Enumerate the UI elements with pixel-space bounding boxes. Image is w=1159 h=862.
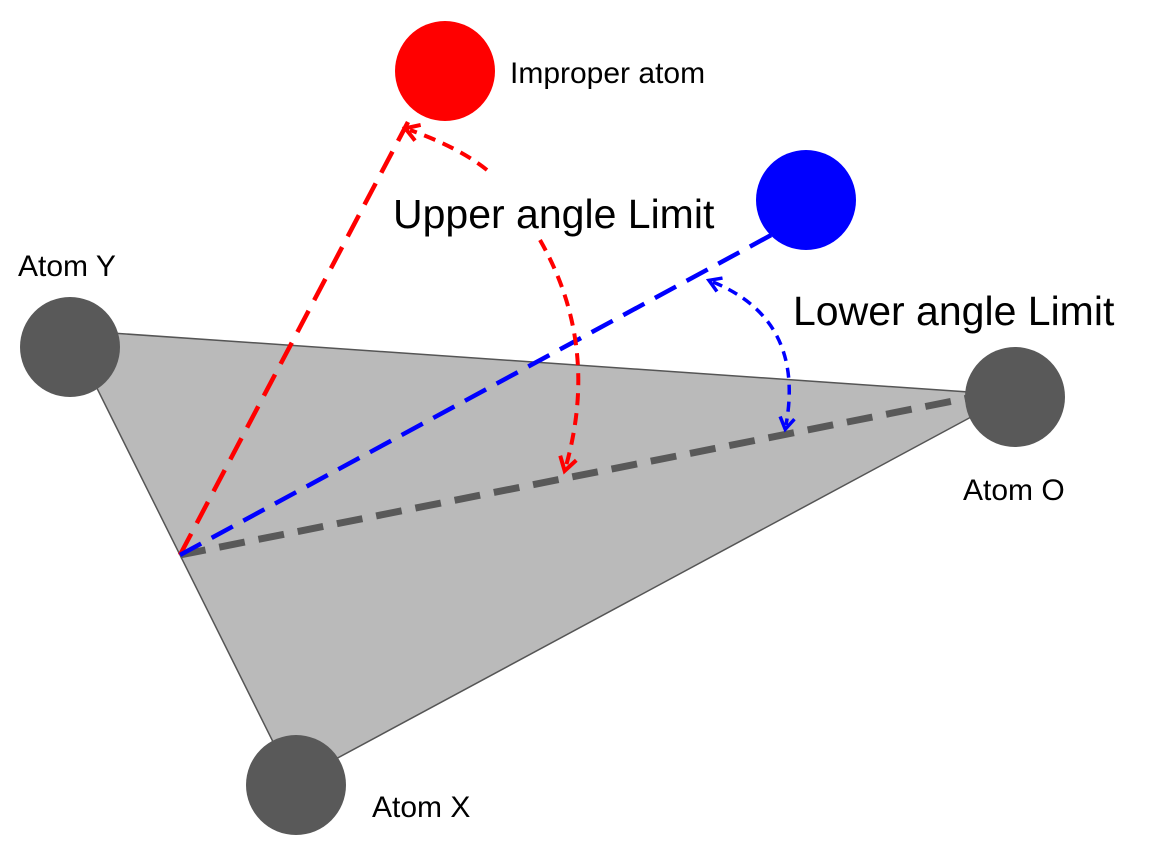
upper-angle-arrow-top (401, 123, 489, 172)
atom-o-label: Atom O (963, 474, 1065, 507)
upper-angle-limit-label: Upper angle Limit (393, 191, 715, 237)
improper-atom-label: Improper atom (510, 57, 705, 90)
atom-x-label: Atom X (372, 791, 470, 824)
upper-angle-arrow-bottom (538, 239, 581, 475)
in-plane-dashed-line (179, 394, 969, 559)
lower-angle-limit-label: Lower angle Limit (793, 288, 1115, 334)
blue-atom (756, 150, 856, 250)
atom-y (20, 297, 120, 397)
improper-atom-dashed-line (178, 120, 410, 557)
reference-plane (66, 329, 1015, 784)
atom-x (246, 735, 346, 835)
blue-atom-dashed-line (178, 231, 777, 557)
lower-angle-arrow (705, 276, 796, 433)
atom-o (965, 347, 1065, 447)
atom-y-label: Atom Y (18, 250, 116, 283)
improper-atom (395, 21, 495, 121)
